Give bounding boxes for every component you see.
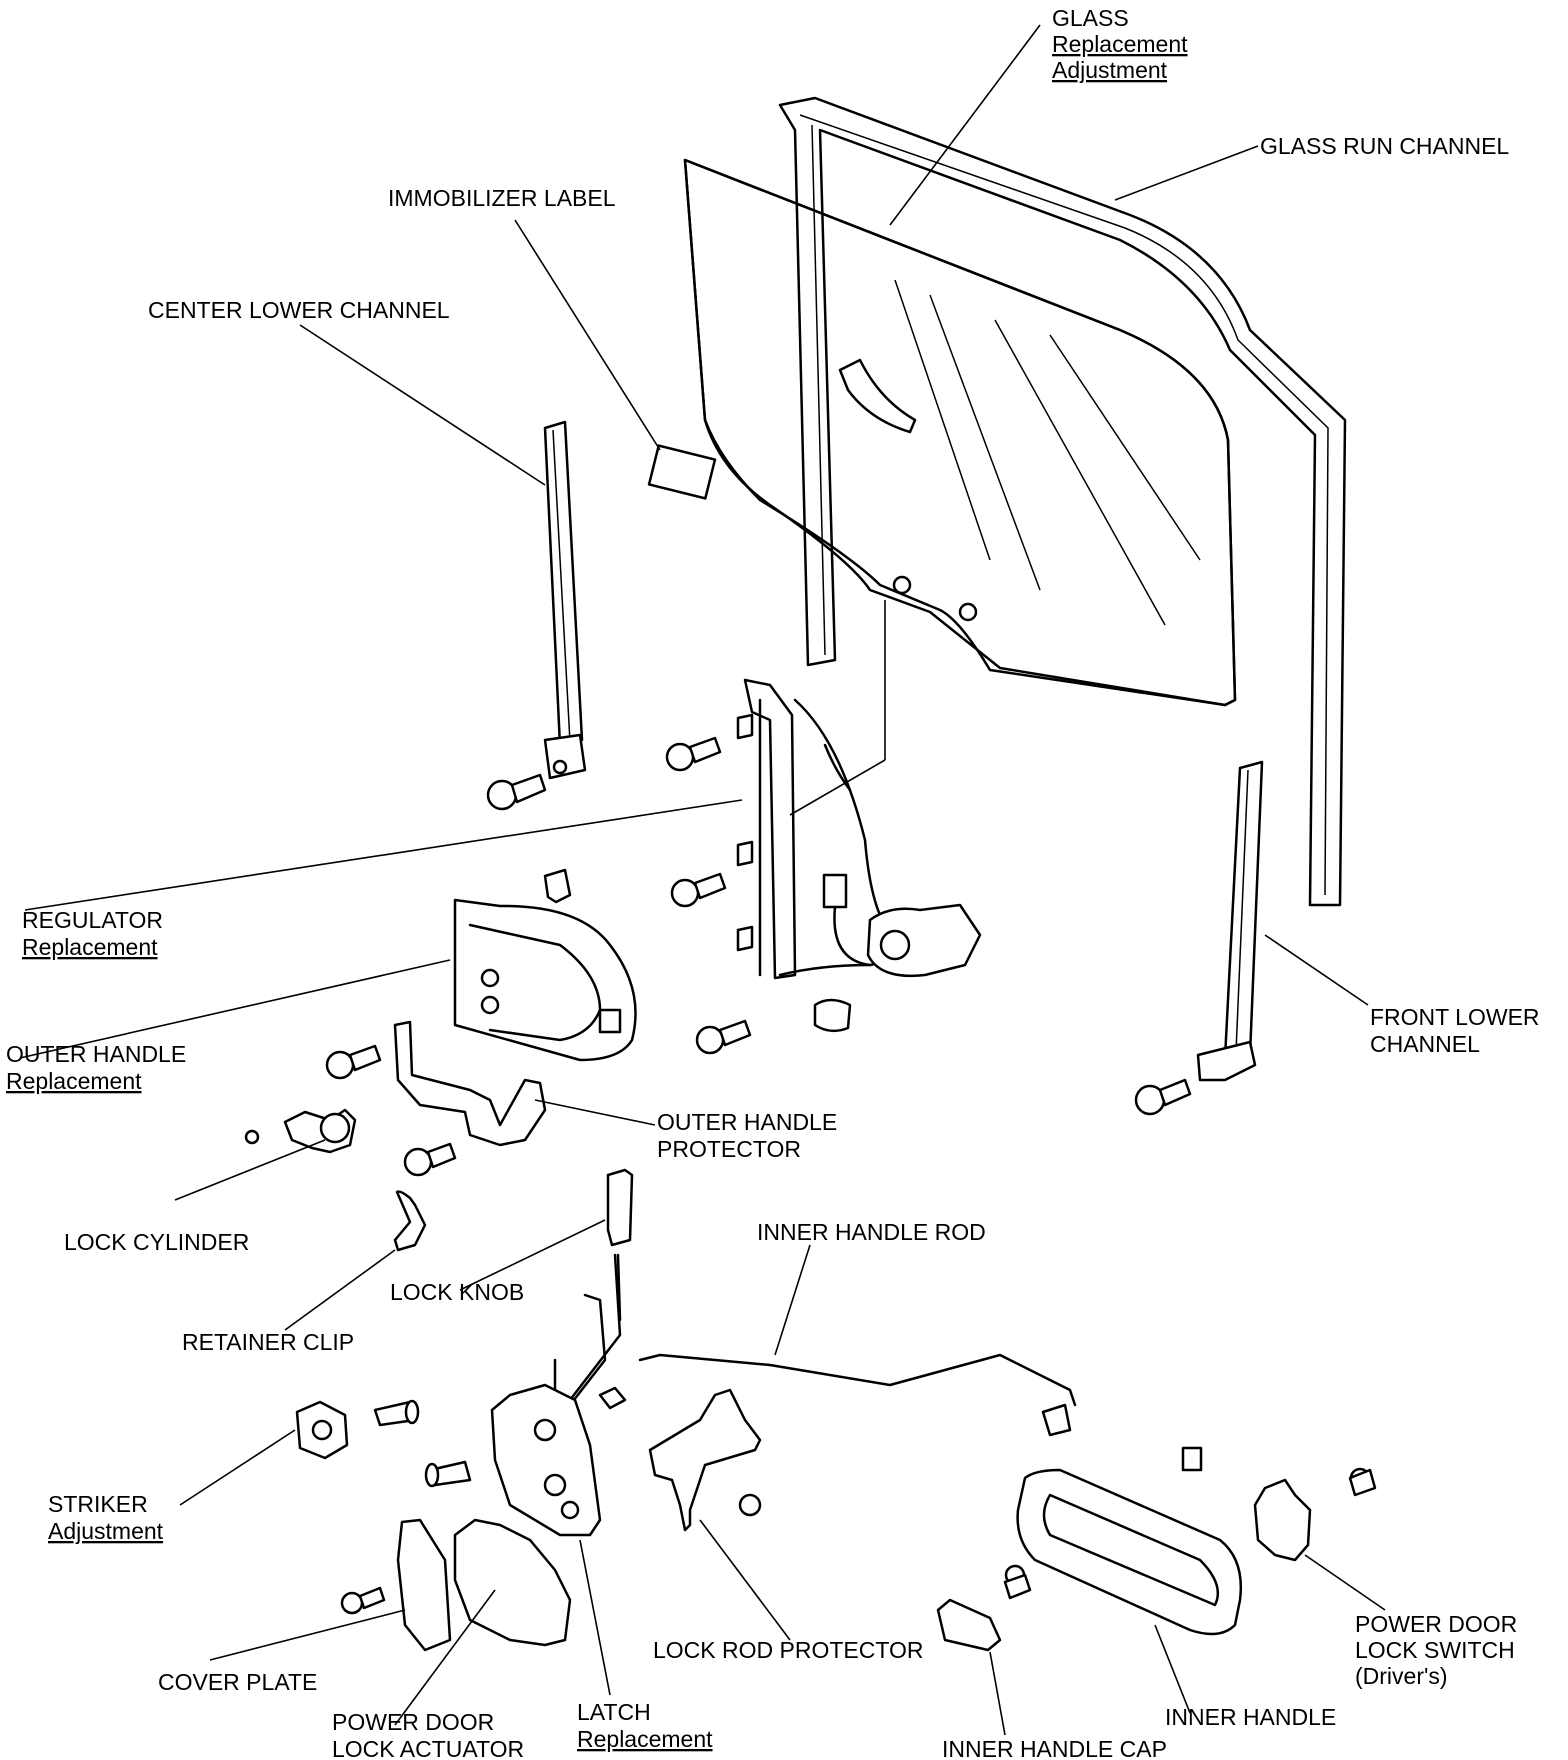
cover-plate-label: COVER PLATE: [158, 1669, 317, 1695]
cover-plate-part: [396, 1518, 452, 1652]
front-lower-channel-label: FRONT LOWER: [1370, 1004, 1540, 1030]
clip: [1181, 1446, 1203, 1472]
outer-handle-label: OUTER HANDLE: [6, 1041, 186, 1067]
retainer-clip-part: [393, 1190, 427, 1252]
window-regulator: [736, 678, 982, 980]
bolt: [340, 1586, 386, 1615]
lock-rod-protector-part: [648, 1388, 762, 1532]
front-lower-channel: [1196, 760, 1264, 1082]
glass-run-channel-label: GLASS RUN CHANNEL: [1260, 133, 1509, 159]
regulator-label: REGULATOR: [22, 907, 163, 933]
outer-handle-replacement-link[interactable]: Replacement: [6, 1068, 142, 1094]
bolt: [403, 1142, 457, 1177]
lock-rod-protector-label: LOCK ROD PROTECTOR: [653, 1637, 924, 1663]
lock-cylinder-label: LOCK CYLINDER: [64, 1229, 249, 1255]
outer-handle-part: [453, 898, 637, 1062]
bolt: [670, 872, 727, 908]
bolt: [665, 736, 722, 772]
lock-cylinder-part: [244, 1108, 357, 1154]
immobilizer-label-part: [647, 444, 717, 500]
lock-knob-part: [606, 1168, 634, 1247]
clip: [543, 868, 572, 904]
inner-handle-part: [1016, 1468, 1242, 1636]
striker-label: STRIKER: [48, 1491, 148, 1517]
center-lower-channel-label: CENTER LOWER CHANNEL: [148, 297, 450, 323]
bolt: [695, 1019, 752, 1055]
screw: [424, 1460, 472, 1488]
screw: [1348, 1467, 1377, 1497]
latch-label: LATCH: [577, 1699, 651, 1725]
outer-handle-protector-label-line2: PROTECTOR: [657, 1136, 801, 1162]
inner-handle-cap-label: INNER HANDLE CAP: [942, 1736, 1167, 1760]
immobilizer-label-label: IMMOBILIZER LABEL: [388, 185, 616, 211]
screw: [373, 1399, 420, 1427]
inner-handle-rod-part: [638, 1353, 1077, 1407]
striker-part: [295, 1400, 349, 1460]
power-door-lock-switch-label-line3: (Driver's): [1355, 1663, 1448, 1689]
outer-handle-protector-label: OUTER HANDLE: [657, 1109, 837, 1135]
glass-adjustment-link[interactable]: Adjustment: [1052, 57, 1168, 83]
lock-knob-label: LOCK KNOB: [390, 1279, 524, 1305]
clip: [598, 1386, 627, 1410]
inner-handle-label: INNER HANDLE: [1165, 1704, 1336, 1730]
power-door-lock-actuator-label: POWER DOOR: [332, 1709, 494, 1735]
retainer-clip-label: RETAINER CLIP: [182, 1329, 354, 1355]
center-lower-channel: [543, 420, 587, 780]
striker-adjustment-link[interactable]: Adjustment: [48, 1518, 164, 1544]
clip: [1041, 1403, 1072, 1437]
glass-replacement-link[interactable]: Replacement: [1052, 31, 1188, 57]
bolt: [1134, 1078, 1192, 1116]
front-lower-channel-label-line2: CHANNEL: [1370, 1031, 1480, 1057]
inner-handle-rod-label: INNER HANDLE ROD: [757, 1219, 986, 1245]
power-door-lock-actuator-label-line2: LOCK ACTUATOR: [332, 1736, 524, 1760]
outer-handle-protector-part: [393, 1020, 547, 1147]
bolt: [325, 1044, 382, 1080]
grommet: [738, 1493, 762, 1517]
inner-handle-cap-part: [936, 1598, 1002, 1652]
glass-label: GLASS: [1052, 5, 1129, 31]
power-door-lock-switch-label: POWER DOOR: [1355, 1611, 1517, 1637]
screw: [1003, 1564, 1032, 1600]
glass-run-channel: [778, 96, 1347, 907]
latch-assembly: [490, 1253, 622, 1537]
power-door-lock-switch-part: [1253, 1478, 1312, 1562]
bolt: [486, 773, 547, 811]
latch-replacement-link[interactable]: Replacement: [577, 1726, 713, 1752]
power-door-lock-switch-label-line2: LOCK SWITCH: [1355, 1637, 1515, 1663]
clip: [813, 998, 852, 1033]
glass-panel: [683, 158, 1237, 707]
regulator-replacement-link[interactable]: Replacement: [22, 934, 158, 960]
power-door-lock-actuator-part: [453, 1518, 572, 1647]
leader-lines: [19, 24, 1386, 1736]
